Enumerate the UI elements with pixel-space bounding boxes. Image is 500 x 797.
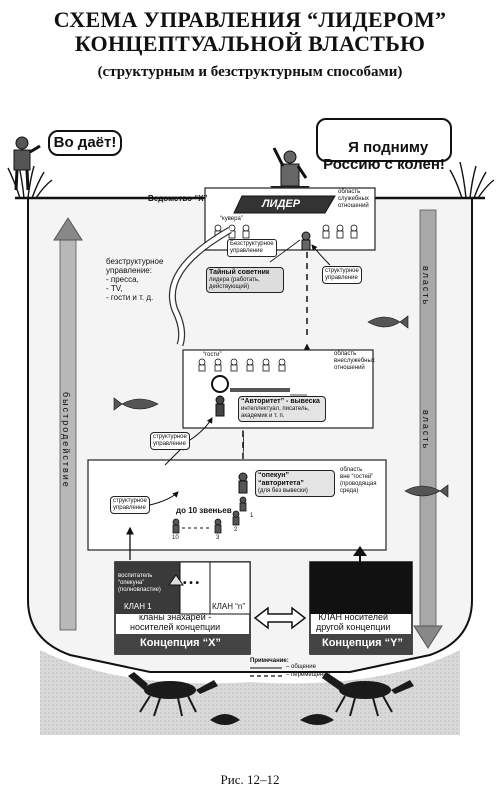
crayfish-right	[300, 672, 414, 725]
speech-bubble-left: Во даёт!	[48, 130, 122, 156]
right-channel-label: власть	[421, 265, 431, 307]
area-nonservice-label: область внеслужебных отношений	[334, 351, 375, 371]
guardian-box: “опекун” “авторитета” (для без вывески)	[255, 470, 335, 497]
struct-mgmt-low-label: структурное управление	[110, 496, 150, 514]
fish-1	[367, 315, 409, 329]
leader-figure	[272, 147, 308, 187]
legend-dashed-label: – перемещение	[286, 672, 330, 678]
area-service-label: область служебных отношений	[338, 189, 369, 209]
concept-x-label: Концепция “X”	[140, 637, 221, 649]
diagram-title: СХЕМА УПРАВЛЕНИЯ “ЛИДЕРОМ” КОНЦЕПТУАЛЬНО…	[53, 7, 447, 56]
ten-links-label: до 10 звеньев	[176, 506, 232, 515]
vedomstvo-label: Ведомство “Х”	[148, 194, 208, 203]
left-channel-label: быстродействие	[61, 391, 71, 489]
struct-mgmt-top-label: структурное управление	[322, 266, 362, 284]
speech-bubble-right: Я подниму Россию с колен!	[316, 118, 452, 173]
crayfish-left	[128, 672, 240, 725]
clans-x-label: кланы знахарей - носителей концепции	[130, 612, 221, 632]
guardian-figure	[238, 472, 248, 494]
authority-sub: интеллектуал, писатель, академик и т. п.	[241, 406, 310, 419]
chain-label-3: 3	[216, 535, 220, 541]
scheme-canvas	[7, 136, 495, 735]
guardian-sub: (для без вывески)	[258, 488, 308, 494]
secret-advisor-box: Тайный советник лидера (работать, действ…	[206, 267, 284, 293]
fish-3	[404, 484, 449, 498]
leader-label: ЛИДЕР	[262, 198, 301, 210]
guardian-label: “опекун” “авторитета”	[258, 472, 304, 487]
chain-label-1: 1	[250, 513, 254, 519]
guest-figures	[198, 358, 286, 372]
concept-y-label: Концепция “Y”	[322, 637, 403, 649]
fish-2	[113, 397, 159, 411]
struct-mgmt-mid-label: структурное управление	[150, 432, 190, 450]
clan-exchange-arrow	[253, 606, 307, 630]
clan-1-label: КЛАН 1	[124, 602, 152, 611]
unstruct-small-label: Безструктурное управление	[227, 239, 277, 257]
chain-label-10: 10	[172, 535, 179, 541]
figure-caption: Рис. 12–12	[220, 772, 280, 787]
speech-right-text: Я подниму Россию с колен!	[323, 139, 445, 173]
bottom-silt	[40, 650, 460, 735]
chain-label-2: 2	[234, 527, 238, 533]
secret-advisor-sub: лидера (работать, действующий)	[209, 277, 260, 290]
right-channel-label-2: власть	[421, 409, 431, 451]
speech-left-text: Во даёт!	[53, 134, 117, 151]
legend-title: Примечание:	[250, 658, 289, 664]
leader-banner	[233, 195, 336, 214]
authority-ring	[211, 375, 229, 393]
area-outside-label: область вне “гостей” (проводящая среда)	[340, 467, 377, 494]
reeds-right	[449, 161, 495, 199]
authority-box: “Авторитет” - вывеска интеллектуал, писа…	[238, 396, 326, 422]
observer-figure	[13, 136, 41, 191]
service-figures	[214, 224, 358, 239]
legend-solid-label: – общение	[286, 664, 316, 670]
authority-label: “Авторитет” - вывеска	[241, 398, 320, 405]
link-chain	[172, 496, 247, 534]
unstruct-mgmt-label: безструктурное управление: - пресса, - T…	[106, 257, 164, 302]
educator-label: воспитатель “опекуна” (полновластие)	[118, 573, 161, 593]
secret-advisor-label: Тайный советник	[209, 269, 270, 276]
clan-y-label: КЛАН носителей другой концепции	[316, 612, 391, 632]
kuvera-label: “кувера”	[220, 216, 243, 222]
clan-n-label: КЛАН “n”	[212, 602, 246, 611]
guests-label: “гости”	[203, 352, 222, 358]
diagram-subtitle: (структурным и безструктурным способами)	[97, 64, 403, 80]
clans-dots: • • •	[183, 578, 200, 589]
secret-advisor-figure	[301, 231, 311, 251]
